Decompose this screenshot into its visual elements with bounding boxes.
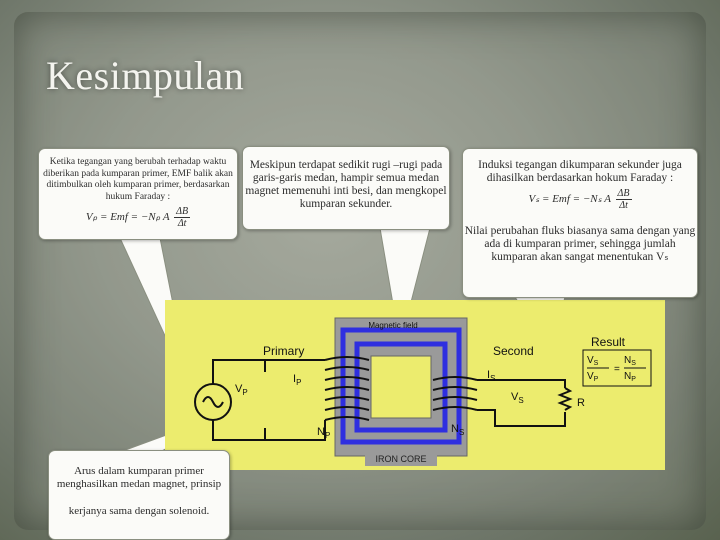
vs-label: VS	[511, 391, 524, 405]
faraday-primary-formula: Vₚ = Emf = −Nₚ A ΔB Δt	[39, 206, 237, 229]
primary-label: Primary	[263, 344, 304, 358]
vp-label: VP	[235, 383, 248, 397]
magnetic-field-outer	[340, 327, 462, 445]
faraday-secondary-numerator: ΔB	[615, 188, 632, 200]
is-label: IS	[487, 369, 495, 383]
callout-secondary: Induksi tegangan dikumparan sekunder jug…	[462, 148, 698, 298]
faraday-secondary-denominator: Δt	[619, 200, 628, 211]
iron-core-label-box	[365, 450, 437, 466]
ns-label: NS	[451, 423, 464, 437]
primary-feed-return	[212, 420, 265, 441]
result-vs: VS	[587, 355, 599, 367]
secondary-wire	[477, 379, 566, 388]
callout-faraday-primary-text: Ketika tegangan yang berubah terhadap wa…	[43, 157, 233, 202]
primary-wire-return	[264, 420, 326, 441]
result-equals: =	[614, 364, 620, 375]
secondary-wire-return	[477, 409, 566, 427]
callout-current-text-2: kerjanya sama dengan solenoid.	[68, 505, 210, 517]
callout-losses: Meskipun terdapat sedikit rugi –rugi pad…	[242, 146, 450, 230]
result-vp: VP	[587, 371, 599, 383]
faraday-secondary-formula: Vₛ = Emf = −Nₛ A ΔB Δt	[463, 188, 697, 211]
ac-source-wave-icon	[202, 396, 224, 408]
primary-feed	[212, 359, 265, 380]
callout-secondary-text-1: Induksi tegangan dikumparan sekunder jug…	[478, 159, 682, 184]
callout-faraday-primary: Ketika tegangan yang berubah terhadap wa…	[38, 148, 238, 240]
secondary-label: Second	[493, 344, 534, 358]
result-label: Result	[591, 335, 626, 349]
primary-coil	[324, 356, 370, 421]
faraday-secondary-fraction: ΔB Δt	[615, 188, 632, 211]
result-np: NP	[624, 371, 636, 383]
transformer-diagram: IRON CORE Magnetic field Primary VP IP N…	[165, 300, 665, 470]
np-label: NP	[317, 426, 330, 440]
callout-losses-text: Meskipun terdapat sedikit rugi –rugi pad…	[245, 159, 447, 210]
callout-secondary-text-2: Nilai perubahan fluks biasanya sama deng…	[464, 225, 696, 263]
faraday-primary-numerator: ΔB	[174, 206, 191, 218]
faraday-primary-fraction: ΔB Δt	[174, 206, 191, 229]
callout-current: Arus dalam kumparan primer menghasilkan …	[48, 450, 230, 540]
callout-current-text-1: Arus dalam kumparan primer menghasilkan …	[56, 465, 222, 490]
resistor	[557, 387, 573, 411]
result-box	[582, 349, 652, 387]
faraday-primary-denominator: Δt	[177, 218, 187, 229]
result-ns: NS	[624, 355, 636, 367]
r-label: R	[577, 397, 585, 409]
faraday-primary-formula-lhs: Vₚ = Emf = −Nₚ A	[85, 211, 170, 224]
magnetic-field-label: Magnetic field	[368, 321, 417, 330]
ip-label: IP	[293, 373, 301, 387]
slide-title: Kesimpulan	[46, 53, 245, 98]
faraday-secondary-formula-lhs: Vₛ = Emf = −Nₛ A	[528, 193, 611, 206]
iron-core-label: IRON CORE	[375, 454, 426, 464]
iron-core-window	[370, 355, 432, 419]
secondary-coil	[432, 376, 478, 411]
